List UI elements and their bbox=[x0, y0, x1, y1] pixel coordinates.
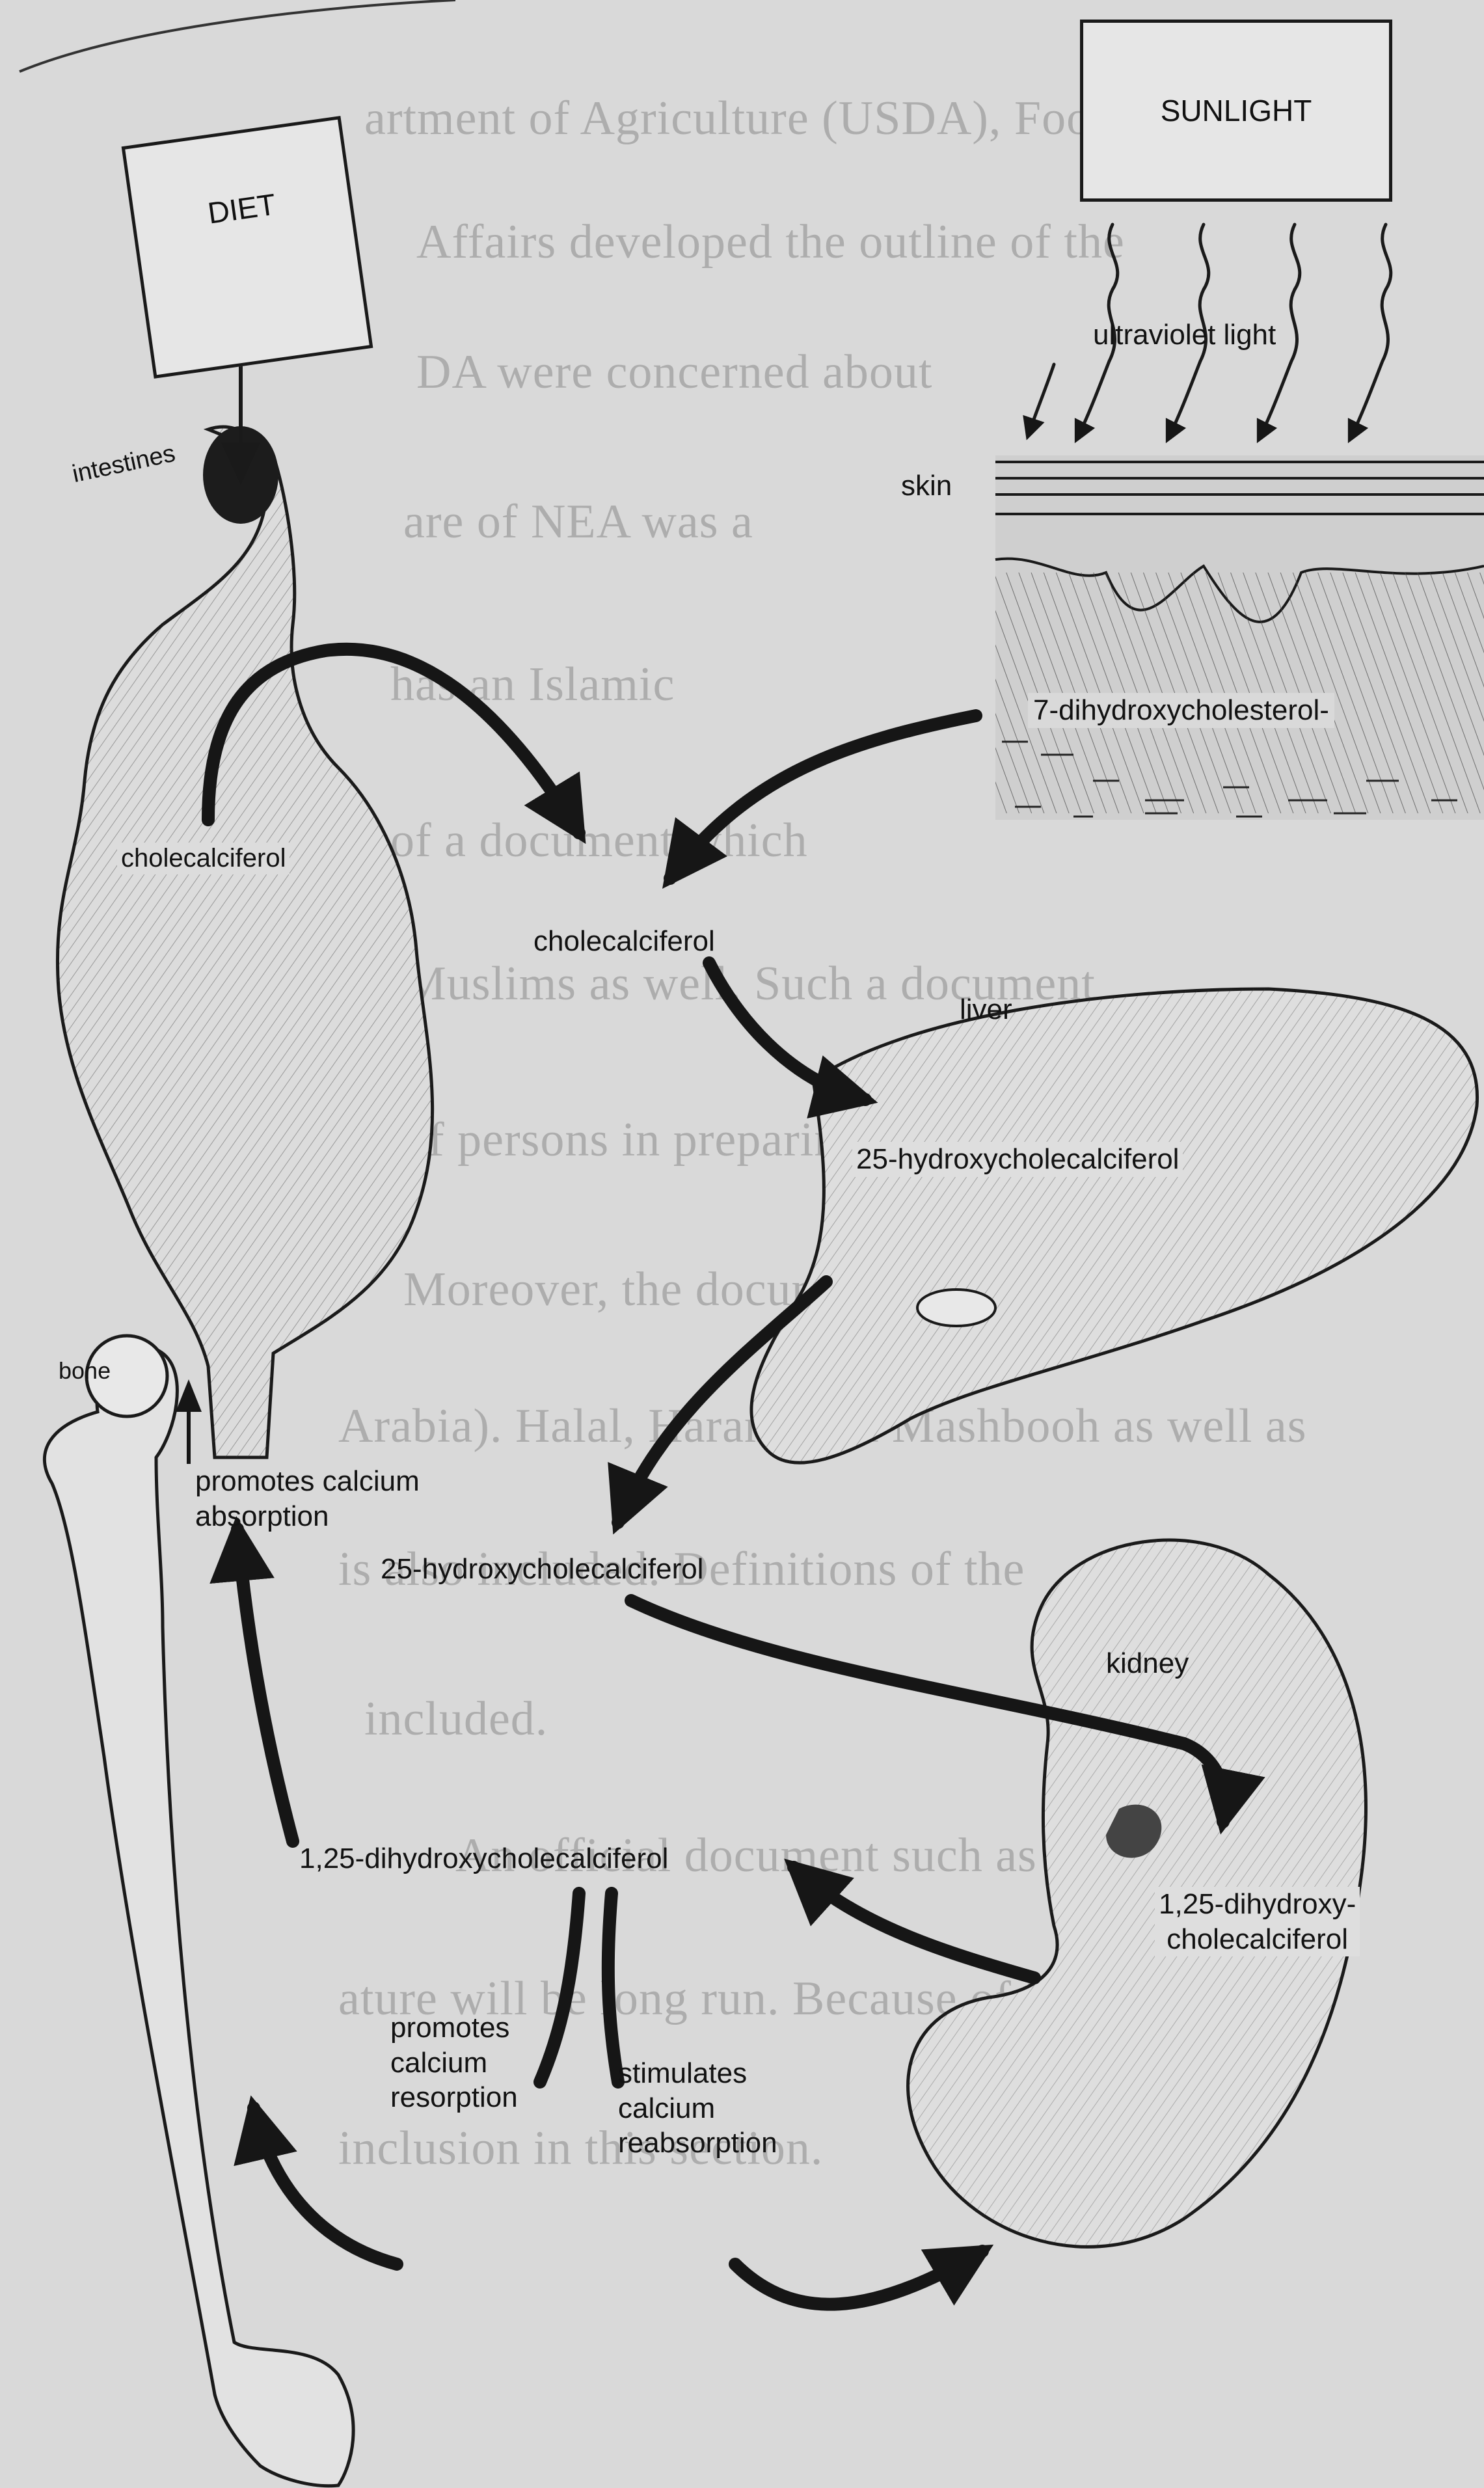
center-dihydroxy-label: 1,25-dihydroxycholecalciferol bbox=[299, 1841, 668, 1876]
diet-label: DIET bbox=[206, 187, 278, 231]
promotes-absorption-line1: promotes calcium bbox=[195, 1464, 420, 1499]
line-dihydroxy-to-reabsorption bbox=[608, 1893, 618, 2082]
skin-label: skin bbox=[901, 468, 952, 504]
stimulates-reabsorption-line3: reabsorption bbox=[618, 2126, 777, 2161]
arrow-dihydroxy-to-absorption bbox=[237, 1529, 293, 1841]
arrow-resorption-to-bone bbox=[254, 2108, 397, 2264]
kidney-dihydroxy-line2: cholecalciferol bbox=[1159, 1922, 1356, 1957]
page-edge-line bbox=[20, 0, 455, 72]
arrow-absorption-to-intestine bbox=[176, 1379, 202, 1464]
promotes-resorption-label: promotes calcium resorption bbox=[390, 2010, 518, 2115]
sunlight-box: SUNLIGHT bbox=[1080, 20, 1392, 202]
ultraviolet-light-label: ultraviolet light bbox=[1093, 318, 1276, 353]
bone-label: bone bbox=[59, 1357, 111, 1385]
liver-label: liver bbox=[960, 992, 1012, 1027]
diet-box: DIET bbox=[122, 116, 373, 379]
intestines-illustration bbox=[57, 426, 432, 1457]
promotes-resorption-line3: resorption bbox=[390, 2080, 518, 2115]
stimulates-reabsorption-label: stimulates calcium reabsorption bbox=[618, 2056, 777, 2161]
promotes-absorption-line2: absorption bbox=[195, 1499, 420, 1534]
liver-hydroxy-label: 25-hydroxycholecalciferol bbox=[852, 1142, 1183, 1177]
promotes-resorption-line1: promotes bbox=[390, 2010, 518, 2046]
line-dihydroxy-to-resorption bbox=[540, 1893, 579, 2082]
arrow-reabsorption-to-kidney bbox=[735, 2251, 982, 2305]
promotes-resorption-line2: calcium bbox=[390, 2046, 518, 2081]
arrow-kidney-to-dihydroxy bbox=[794, 1867, 1034, 1978]
dihydroxycholesterol-label: 7-dihydroxycholesterol- bbox=[1028, 693, 1334, 728]
stimulates-reabsorption-line2: calcium bbox=[618, 2091, 777, 2126]
kidney-label: kidney bbox=[1106, 1646, 1189, 1681]
kidney-dihydroxy-line1: 1,25-dihydroxy- bbox=[1159, 1887, 1356, 1922]
center-hydroxy-label: 25-hydroxycholecalciferol bbox=[381, 1552, 703, 1587]
sunlight-label: SUNLIGHT bbox=[1161, 93, 1312, 128]
stimulates-reabsorption-line1: stimulates bbox=[618, 2056, 777, 2091]
arrow-skin-to-cholecalciferol bbox=[670, 716, 976, 878]
cholecalciferol-label: cholecalciferol bbox=[533, 924, 715, 959]
skin-illustration bbox=[995, 455, 1484, 820]
promotes-absorption-label: promotes calcium absorption bbox=[195, 1464, 420, 1534]
kidney-dihydroxy-label: 1,25-dihydroxy- cholecalciferol bbox=[1155, 1887, 1360, 1956]
liver-illustration bbox=[751, 989, 1477, 1463]
intestine-cholecalciferol-label: cholecalciferol bbox=[117, 843, 290, 874]
